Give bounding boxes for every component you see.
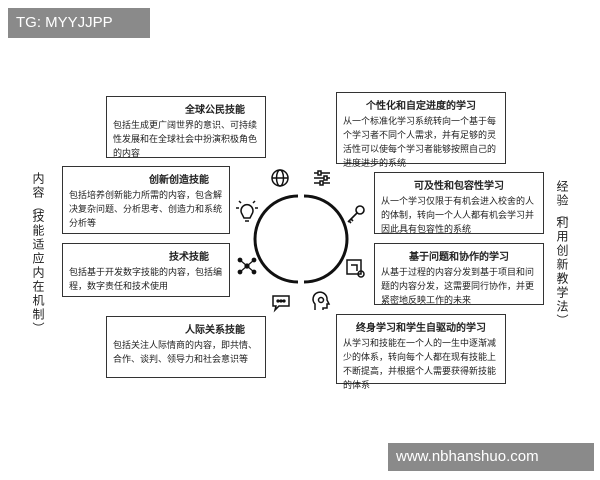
- right-axis-label: 经验（: [554, 180, 570, 222]
- box-body: 包括基于开发数字技能的内容，包括编程，数字责任和技术使用: [69, 268, 223, 292]
- left-axis-sub: 技能适应内在机制）: [30, 210, 46, 336]
- site-watermark: www.nbhanshuo.com: [388, 443, 594, 471]
- box-personalized-learning: 个性化和自定进度的学习 从一个标准化学习系统转向一个基于每个学习者不同个人需求，…: [336, 92, 506, 169]
- center-circle-left-arc: [253, 194, 299, 284]
- center-circle-right-arc: [303, 194, 349, 284]
- source-badge: TG: MYYJJPP: [8, 8, 150, 38]
- right-axis-sub-text: 利用创新教学法: [555, 216, 569, 314]
- left-axis-sub-text: 技能适应内在机制: [31, 210, 45, 322]
- right-axis-paren-close: ）: [555, 314, 569, 328]
- box-title: 可及性和包容性学习: [414, 181, 504, 192]
- box-body: 从一个标准化学习系统转向一个基于每个学习者不同个人需求，并有足够的灵活性可以使每…: [343, 117, 497, 169]
- right-axis-sub: 利用创新教学法）: [554, 216, 570, 328]
- box-problem-based-learning: 基于问题和协作的学习 从基于过程的内容分发到基于项目和问题的内容分发，这需要同行…: [374, 243, 544, 306]
- box-body: 包括生成更广阔世界的意识、可持续性发展和在全球社会中扮演积极角色的内容: [113, 121, 258, 159]
- chat-icon: [272, 295, 290, 313]
- box-title: 技术技能: [169, 252, 209, 263]
- box-title: 人际关系技能: [185, 325, 245, 336]
- globe-icon: [271, 169, 289, 187]
- lightbulb-icon: [236, 200, 258, 222]
- head-gear-icon: [312, 291, 331, 310]
- box-lifelong-learning: 终身学习和学生自驱动的学习 从学习和技能在一个人的一生中逐渐减少的体系，转向每个…: [336, 314, 506, 391]
- left-axis-paren-close: ）: [31, 322, 45, 336]
- box-technology-skills: 技术技能 包括基于开发数字技能的内容，包括编程，数字责任和技术使用: [62, 243, 230, 297]
- puzzle-board-icon: [346, 259, 365, 278]
- box-title: 基于问题和协作的学习: [409, 252, 509, 263]
- right-axis-main: 经验: [555, 180, 569, 208]
- box-body: 从一个学习仅限于有机会进入校舍的人的体制，转向一个人人都有机会学习并因此具有包容…: [381, 197, 535, 235]
- key-icon: [347, 205, 365, 224]
- box-innovation-creativity: 创新创造技能 包括培养创新能力所需的内容，包含解决复杂问题、分析思考、创造力和系…: [62, 166, 230, 234]
- box-body: 从基于过程的内容分发到基于项目和问题的内容分发，这需要同行协作，并更紧密地反映工…: [381, 268, 535, 306]
- box-body: 从学习和技能在一个人的一生中逐渐减少的体系，转向每个人都在现有技能上不断提高，并…: [343, 339, 497, 391]
- left-axis-main: 内容: [31, 172, 45, 200]
- box-title: 创新创造技能: [149, 175, 209, 186]
- network-icon: [237, 257, 257, 275]
- box-body: 包括培养创新能力所需的内容，包含解决复杂问题、分析思考、创造力和系统分析等: [69, 191, 223, 229]
- box-body: 包括关注人际情商的内容，即共情、合作、谈判、领导力和社会意识等: [113, 341, 258, 365]
- box-title: 个性化和自定进度的学习: [366, 101, 476, 112]
- left-axis-label: 内容（: [30, 172, 46, 214]
- left-axis-paren-open: （: [31, 200, 45, 214]
- sliders-icon: [314, 170, 330, 186]
- box-title: 全球公民技能: [185, 105, 245, 116]
- box-title: 终身学习和学生自驱动的学习: [356, 323, 486, 334]
- box-global-citizenship: 全球公民技能 包括生成更广阔世界的意识、可持续性发展和在全球社会中扮演积极角色的…: [106, 96, 266, 159]
- right-axis-paren-open: （: [555, 208, 569, 222]
- box-interpersonal-skills: 人际关系技能 包括关注人际情商的内容，即共情、合作、谈判、领导力和社会意识等: [106, 316, 266, 378]
- box-accessible-learning: 可及性和包容性学习 从一个学习仅限于有机会进入校舍的人的体制，转向一个人人都有机…: [374, 172, 544, 235]
